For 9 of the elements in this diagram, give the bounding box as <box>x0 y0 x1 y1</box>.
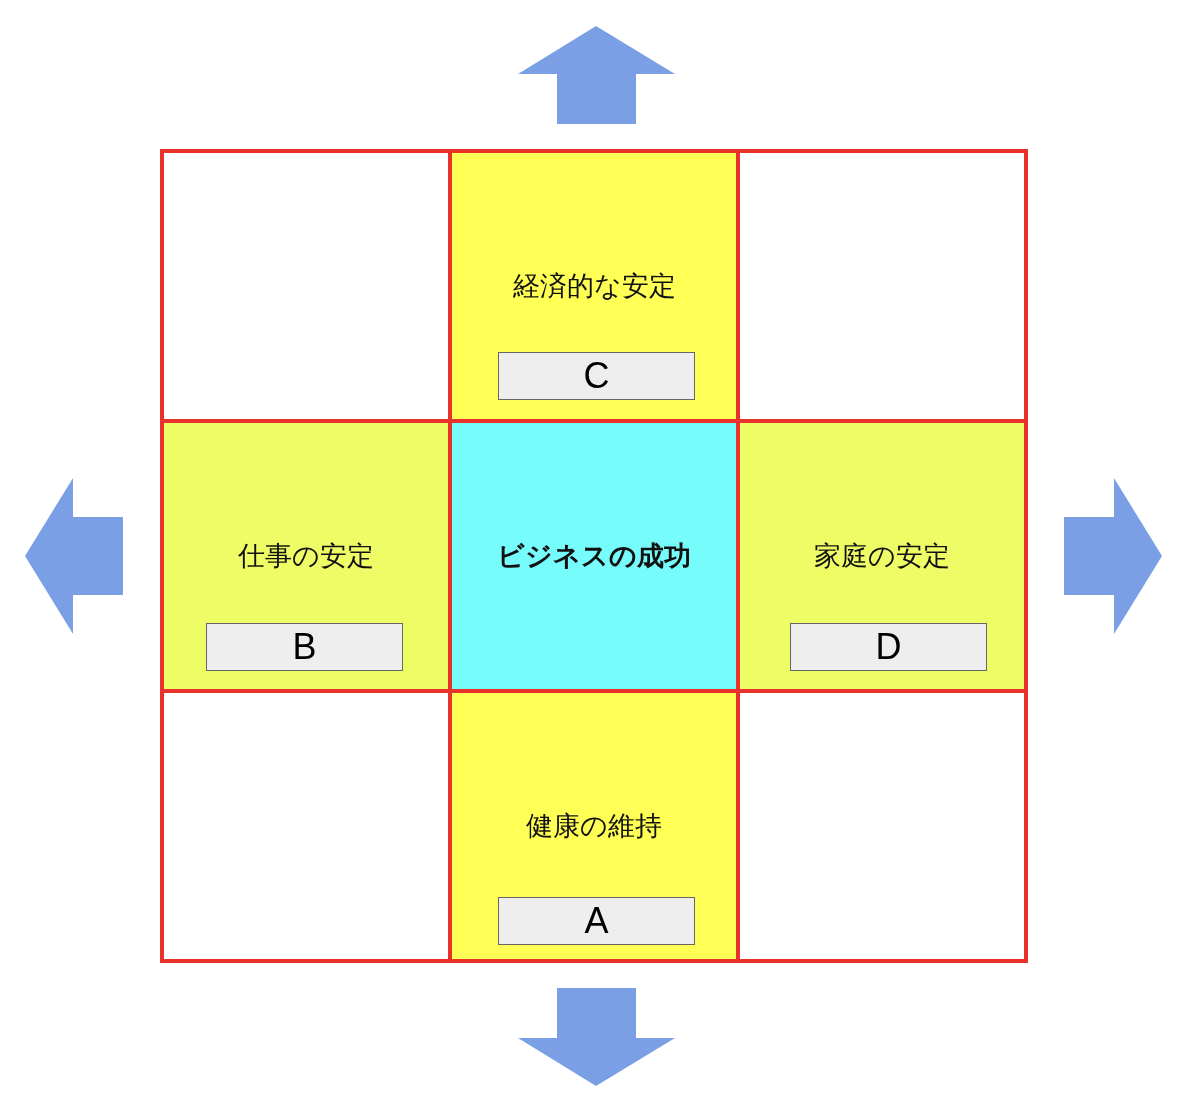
letter-tag: B <box>206 623 403 671</box>
category-label: 健康の維持 <box>526 809 662 843</box>
category-label: 経済的な安定 <box>512 269 676 303</box>
category-label: 仕事の安定 <box>238 539 374 573</box>
center-title: ビジネスの成功 <box>497 539 691 573</box>
letter-tag: A <box>498 897 695 945</box>
letter-tag: C <box>498 352 695 400</box>
letter-tag: D <box>790 623 987 671</box>
category-label: 家庭の安定 <box>814 539 950 573</box>
